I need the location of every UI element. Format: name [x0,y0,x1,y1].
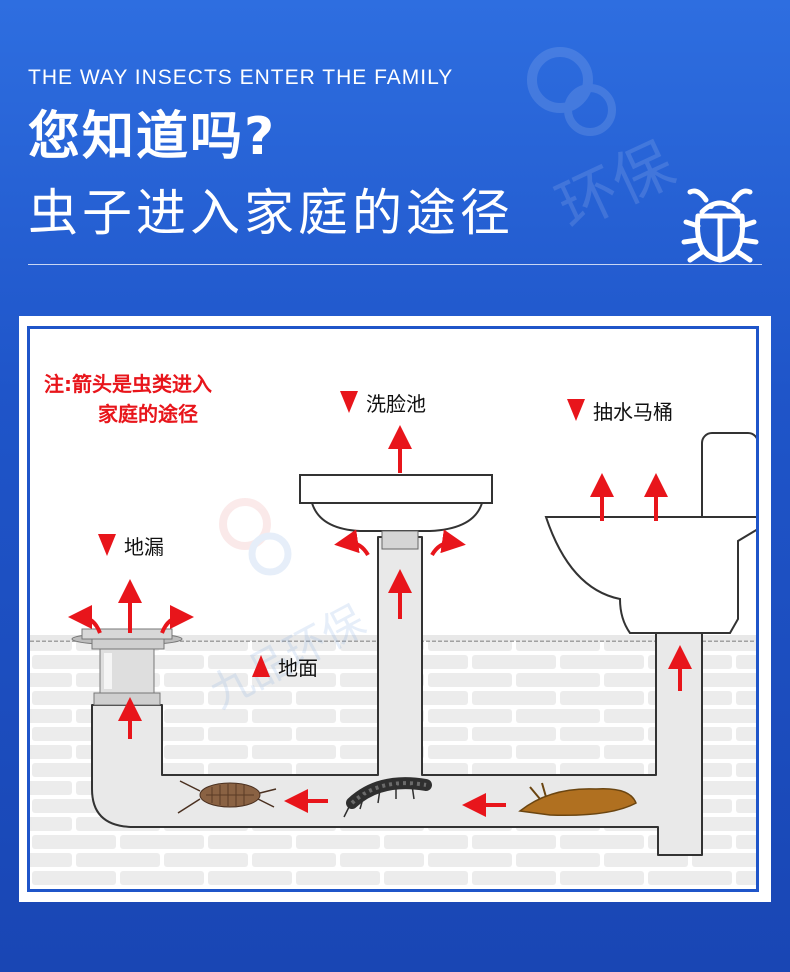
triangle-up-icon [252,655,270,677]
millipede-icon [343,777,432,818]
sink-basin [299,474,493,550]
subtitle-english: THE WAY INSECTS ENTER THE FAMILY [28,66,454,89]
label-toilet: 抽水马桶 [567,399,673,424]
header-divider [28,264,762,265]
note-line-1: 注:箭头是虫类进入 [44,372,212,396]
diagram-panel: 九品环保 [19,316,771,902]
curved-arrow-icon [334,529,370,557]
triangle-down-icon [340,391,358,413]
note-line-2: 家庭的途径 [98,402,198,426]
page-title: 您知道吗? [28,107,277,167]
curved-arrow-icon [430,529,466,557]
diagram-note: 注:箭头是虫类进入 家庭的途径 [44,369,212,429]
plumbing-diagram: 九品环保 [30,425,756,889]
label-ground: 地面 [252,655,318,680]
svg-text:环保: 环保 [547,129,685,243]
curved-arrow-icon [160,605,194,634]
woodlouse-icon [177,780,277,814]
triangle-down-icon [567,399,585,421]
curved-arrow-icon [68,605,102,634]
toilet [544,432,756,634]
bug-icon [681,188,759,263]
page-subtitle: 虫子进入家庭的途径 [28,184,514,242]
label-sink: 洗脸池 [340,391,426,416]
header: 环保 THE WAY INSECTS ENTER THE FAMILY 您知道吗… [0,0,790,300]
watermark-logo-icon: 环保 [527,47,685,244]
diagram-frame: 九品环保 [27,326,759,892]
triangle-down-icon [98,534,116,556]
label-floor-drain: 地漏 [98,534,164,559]
slug-icon [518,782,637,816]
